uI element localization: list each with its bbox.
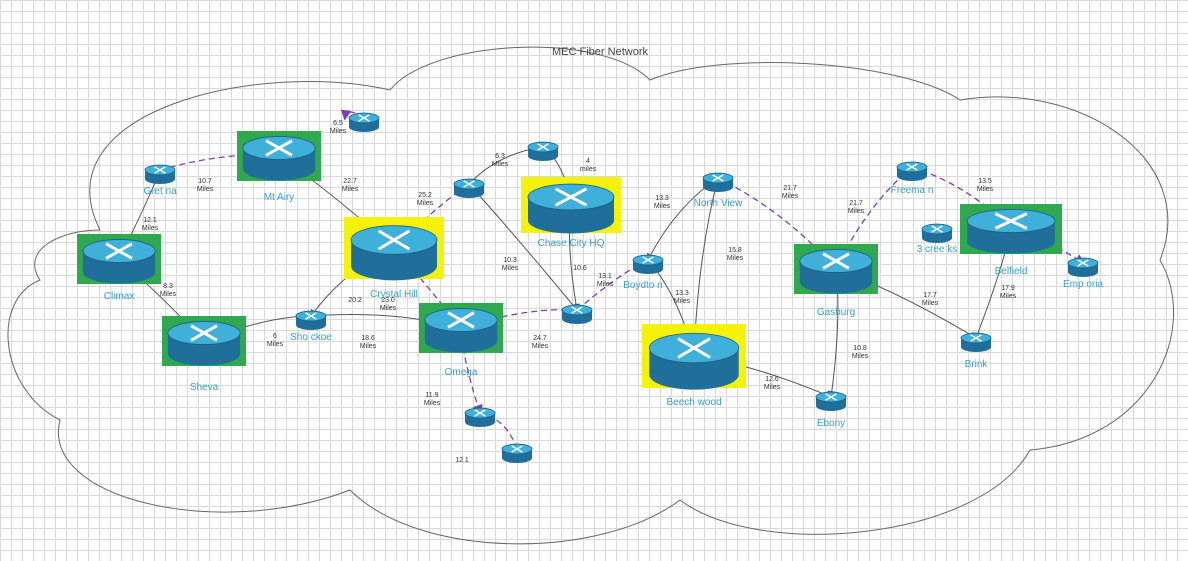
router-arrows-icon — [677, 337, 711, 359]
router-r_s1[interactable] — [464, 407, 496, 427]
router-arrows-icon — [822, 252, 850, 270]
router-arrows-icon — [463, 180, 475, 188]
router-arrows-icon — [970, 334, 982, 342]
node-label: Sheva — [190, 382, 219, 393]
router-freeman[interactable] — [896, 161, 928, 181]
router-r_mid[interactable] — [561, 304, 593, 324]
router-threecreeks[interactable] — [921, 223, 953, 243]
router-arrows-icon — [642, 256, 654, 264]
router-r_top[interactable] — [348, 112, 380, 132]
node-label: Emp oria — [1063, 279, 1103, 290]
diagram-title: MEC Fiber Network — [552, 46, 648, 58]
link-distance-label: 20.2 — [348, 297, 362, 304]
router-arrows-icon — [474, 409, 486, 417]
router-r_s2[interactable] — [501, 443, 533, 463]
node-label: Gasburg — [817, 307, 855, 318]
router-crystalhill[interactable] — [344, 217, 444, 281]
router-arrows-icon — [825, 393, 837, 401]
link-distance-label: 12.1 — [455, 457, 469, 464]
fiber-link — [159, 150, 282, 171]
node-label: Climax — [104, 291, 135, 302]
router-arrows-icon — [537, 143, 549, 151]
router-arrows-icon — [1077, 259, 1089, 267]
router-arrows-icon — [377, 229, 411, 251]
router-arrows-icon — [994, 212, 1028, 230]
router-arrows-icon — [154, 166, 166, 174]
router-arrows-icon — [906, 163, 918, 171]
router-gretna[interactable] — [144, 164, 176, 184]
router-gasburg[interactable] — [794, 244, 878, 294]
network-cloud — [7, 46, 1175, 545]
router-beechwood[interactable] — [642, 324, 746, 390]
router-arrows-icon — [447, 311, 475, 329]
router-arrows-icon — [931, 225, 943, 233]
node-label: Omega — [445, 367, 478, 378]
node-label: 3 cree ks — [917, 244, 958, 255]
node-label: Beech wood — [666, 397, 721, 408]
node-label: Boydto n — [623, 280, 662, 291]
router-brink[interactable] — [960, 332, 992, 352]
router-boydton[interactable] — [632, 254, 664, 274]
node-label: Ebony — [817, 418, 845, 429]
node-label: North View — [694, 198, 744, 209]
router-climax[interactable] — [77, 234, 161, 284]
node-label: Sho ckoe — [290, 332, 332, 343]
router-arrows-icon — [511, 445, 523, 453]
router-ebony[interactable] — [815, 391, 847, 411]
router-arrows-icon — [712, 174, 724, 182]
router-northview[interactable] — [702, 172, 734, 192]
router-arrows-icon — [571, 306, 583, 314]
router-arrows-icon — [554, 187, 588, 207]
router-omega[interactable] — [419, 303, 503, 353]
router-sheva[interactable] — [162, 316, 246, 366]
node-label: Freema n — [891, 185, 934, 196]
node-label: Mt Airy — [264, 192, 295, 203]
router-arrows-icon — [265, 139, 293, 157]
node-label: Crystal Hill — [370, 289, 418, 300]
router-shockoe[interactable] — [295, 310, 327, 330]
router-emporia[interactable] — [1067, 257, 1099, 277]
node-label: Belfield — [995, 266, 1028, 277]
router-r_cc[interactable] — [453, 178, 485, 198]
node-label: Chase City HQ — [538, 238, 605, 249]
router-r_chasetop[interactable] — [527, 141, 559, 161]
router-chasecity[interactable] — [521, 177, 621, 234]
router-mtairy[interactable] — [237, 131, 321, 181]
router-belfield[interactable] — [960, 204, 1062, 254]
router-arrows-icon — [358, 114, 370, 122]
router-arrows-icon — [305, 312, 317, 320]
router-arrows-icon — [190, 324, 218, 342]
link-distance-label: 10.6 — [573, 265, 587, 272]
node-label: Gret na — [143, 186, 177, 197]
router-arrows-icon — [105, 242, 133, 260]
node-label: Brink — [965, 359, 989, 370]
